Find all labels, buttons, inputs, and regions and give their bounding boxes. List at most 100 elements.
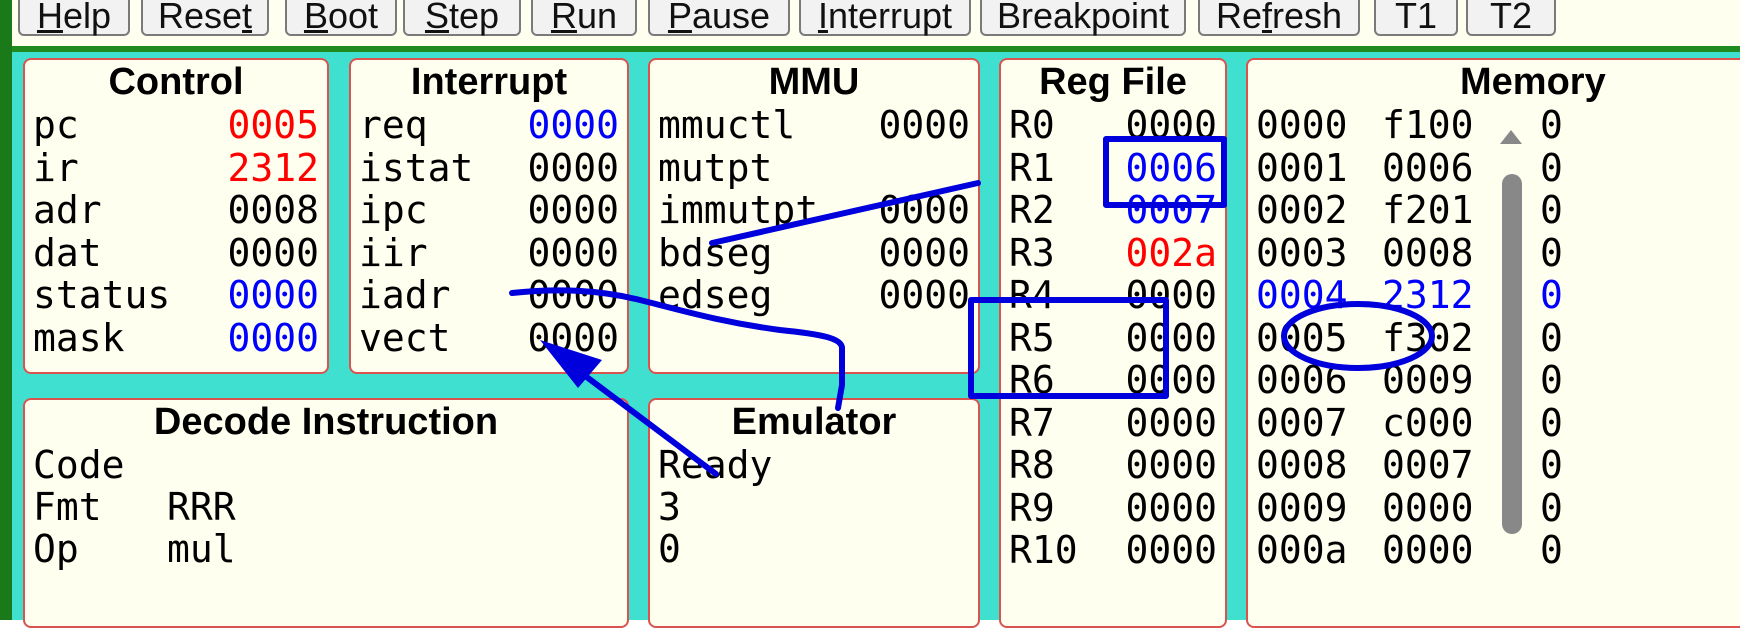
- control-value: 0000: [227, 273, 319, 317]
- mmu-label: edseg: [658, 273, 773, 317]
- regfile-label: R1: [1009, 145, 1055, 190]
- regfile-label: R2: [1009, 188, 1055, 232]
- toolbar-divider: [12, 46, 1740, 52]
- memory-value: f302: [1382, 315, 1474, 360]
- toolbar-button-pause[interactable]: Pause: [648, 0, 790, 36]
- toolbar-button-t2[interactable]: T2: [1466, 0, 1556, 36]
- regfile-value: 0000: [1125, 103, 1217, 147]
- mmu-value: 0000: [878, 188, 970, 232]
- emulator-title: Emulator: [731, 401, 897, 443]
- scroll-up-arrow-icon[interactable]: [1500, 130, 1522, 144]
- toolbar-button-interrupt[interactable]: Interrupt: [799, 0, 971, 36]
- memory-extra: 0: [1540, 485, 1563, 530]
- memory-extra: 0: [1540, 528, 1563, 572]
- memory-extra: 0: [1540, 443, 1563, 487]
- control-label: ir: [33, 145, 79, 190]
- control-row-ir: ir 2312: [25, 145, 327, 190]
- control-value: 0005: [227, 103, 319, 147]
- toolbar-button-run[interactable]: Run: [531, 0, 637, 36]
- decode-value: RRR: [167, 485, 236, 529]
- emulator-line: 3: [658, 485, 681, 529]
- memory-value: f100: [1382, 103, 1474, 147]
- regfile-value: 0000: [1125, 273, 1217, 317]
- mmu-row-mutpt: mutpt: [650, 146, 978, 190]
- decode-row-code: Code: [25, 444, 627, 486]
- regfile-value: 002a: [1125, 230, 1217, 275]
- toolbar-button-help[interactable]: Help: [18, 0, 130, 36]
- memory-extra: 0: [1540, 230, 1563, 275]
- control-row-mask: mask 0000: [25, 315, 327, 360]
- toolbar-button-breakpoint[interactable]: Breakpoint: [980, 0, 1186, 36]
- regfile-label: R7: [1009, 400, 1055, 445]
- emulator-line: 0: [658, 527, 681, 571]
- interrupt-label: req: [359, 103, 428, 147]
- memory-scrollbar-thumb[interactable]: [1502, 174, 1522, 534]
- mmu-value: 0000: [878, 103, 970, 147]
- decode-label: Fmt: [33, 485, 102, 529]
- memory-address: 0008: [1256, 443, 1348, 487]
- control-label: dat: [33, 230, 102, 275]
- memory-extra: 0: [1540, 188, 1563, 232]
- interrupt-value: 0000: [527, 188, 619, 232]
- regfile-label: R3: [1009, 230, 1055, 275]
- interrupt-value: 0000: [527, 103, 619, 147]
- toolbar-button-step[interactable]: Step: [403, 0, 521, 36]
- decode-title: Decode Instruction: [153, 401, 499, 443]
- memory-extra: 0: [1540, 103, 1563, 147]
- decode-label: Op: [33, 527, 79, 571]
- interrupt-label: iir: [359, 230, 428, 275]
- control-value: 0000: [227, 315, 319, 360]
- decode-label: Code: [33, 443, 125, 487]
- toolbar-button-refresh[interactable]: Refresh: [1198, 0, 1360, 36]
- interrupt-row-req: req 0000: [351, 104, 627, 147]
- toolbar-button-boot[interactable]: Boot: [285, 0, 397, 36]
- decode-value: mul: [167, 527, 236, 571]
- memory-address: 0004: [1256, 273, 1348, 317]
- control-value: 2312: [227, 145, 319, 190]
- regfile-value: 0000: [1125, 443, 1217, 487]
- toolbar-button-reset[interactable]: Reset: [141, 0, 269, 36]
- regfile-row-r6: R6 0000: [1001, 359, 1225, 402]
- memory-value: 0007: [1382, 443, 1474, 487]
- left-border: [0, 0, 12, 620]
- memory-address: 0002: [1256, 188, 1348, 232]
- regfile-label: R5: [1009, 315, 1055, 360]
- regfile-value: 0000: [1125, 358, 1217, 402]
- memory-title: Memory: [1460, 61, 1606, 103]
- memory-value: f201: [1382, 188, 1474, 232]
- control-value: 0008: [227, 188, 319, 232]
- control-label: mask: [33, 315, 125, 360]
- interrupt-label: vect: [359, 315, 451, 360]
- toolbar-button-t1[interactable]: T1: [1374, 0, 1458, 36]
- memory-value: 2312: [1382, 273, 1474, 317]
- control-row-pc: pc 0005: [25, 104, 327, 147]
- control-label: pc: [33, 103, 79, 147]
- memory-value: c000: [1382, 400, 1474, 445]
- memory-address: 0001: [1256, 145, 1348, 190]
- memory-extra: 0: [1540, 358, 1563, 402]
- memory-value: 0009: [1382, 358, 1474, 402]
- regfile-label: R6: [1009, 358, 1055, 402]
- memory-address: 0005: [1256, 315, 1348, 360]
- interrupt-label: ipc: [359, 188, 428, 232]
- memory-address: 0007: [1256, 400, 1348, 445]
- interrupt-label: iadr: [359, 273, 451, 317]
- memory-address: 0006: [1256, 358, 1348, 402]
